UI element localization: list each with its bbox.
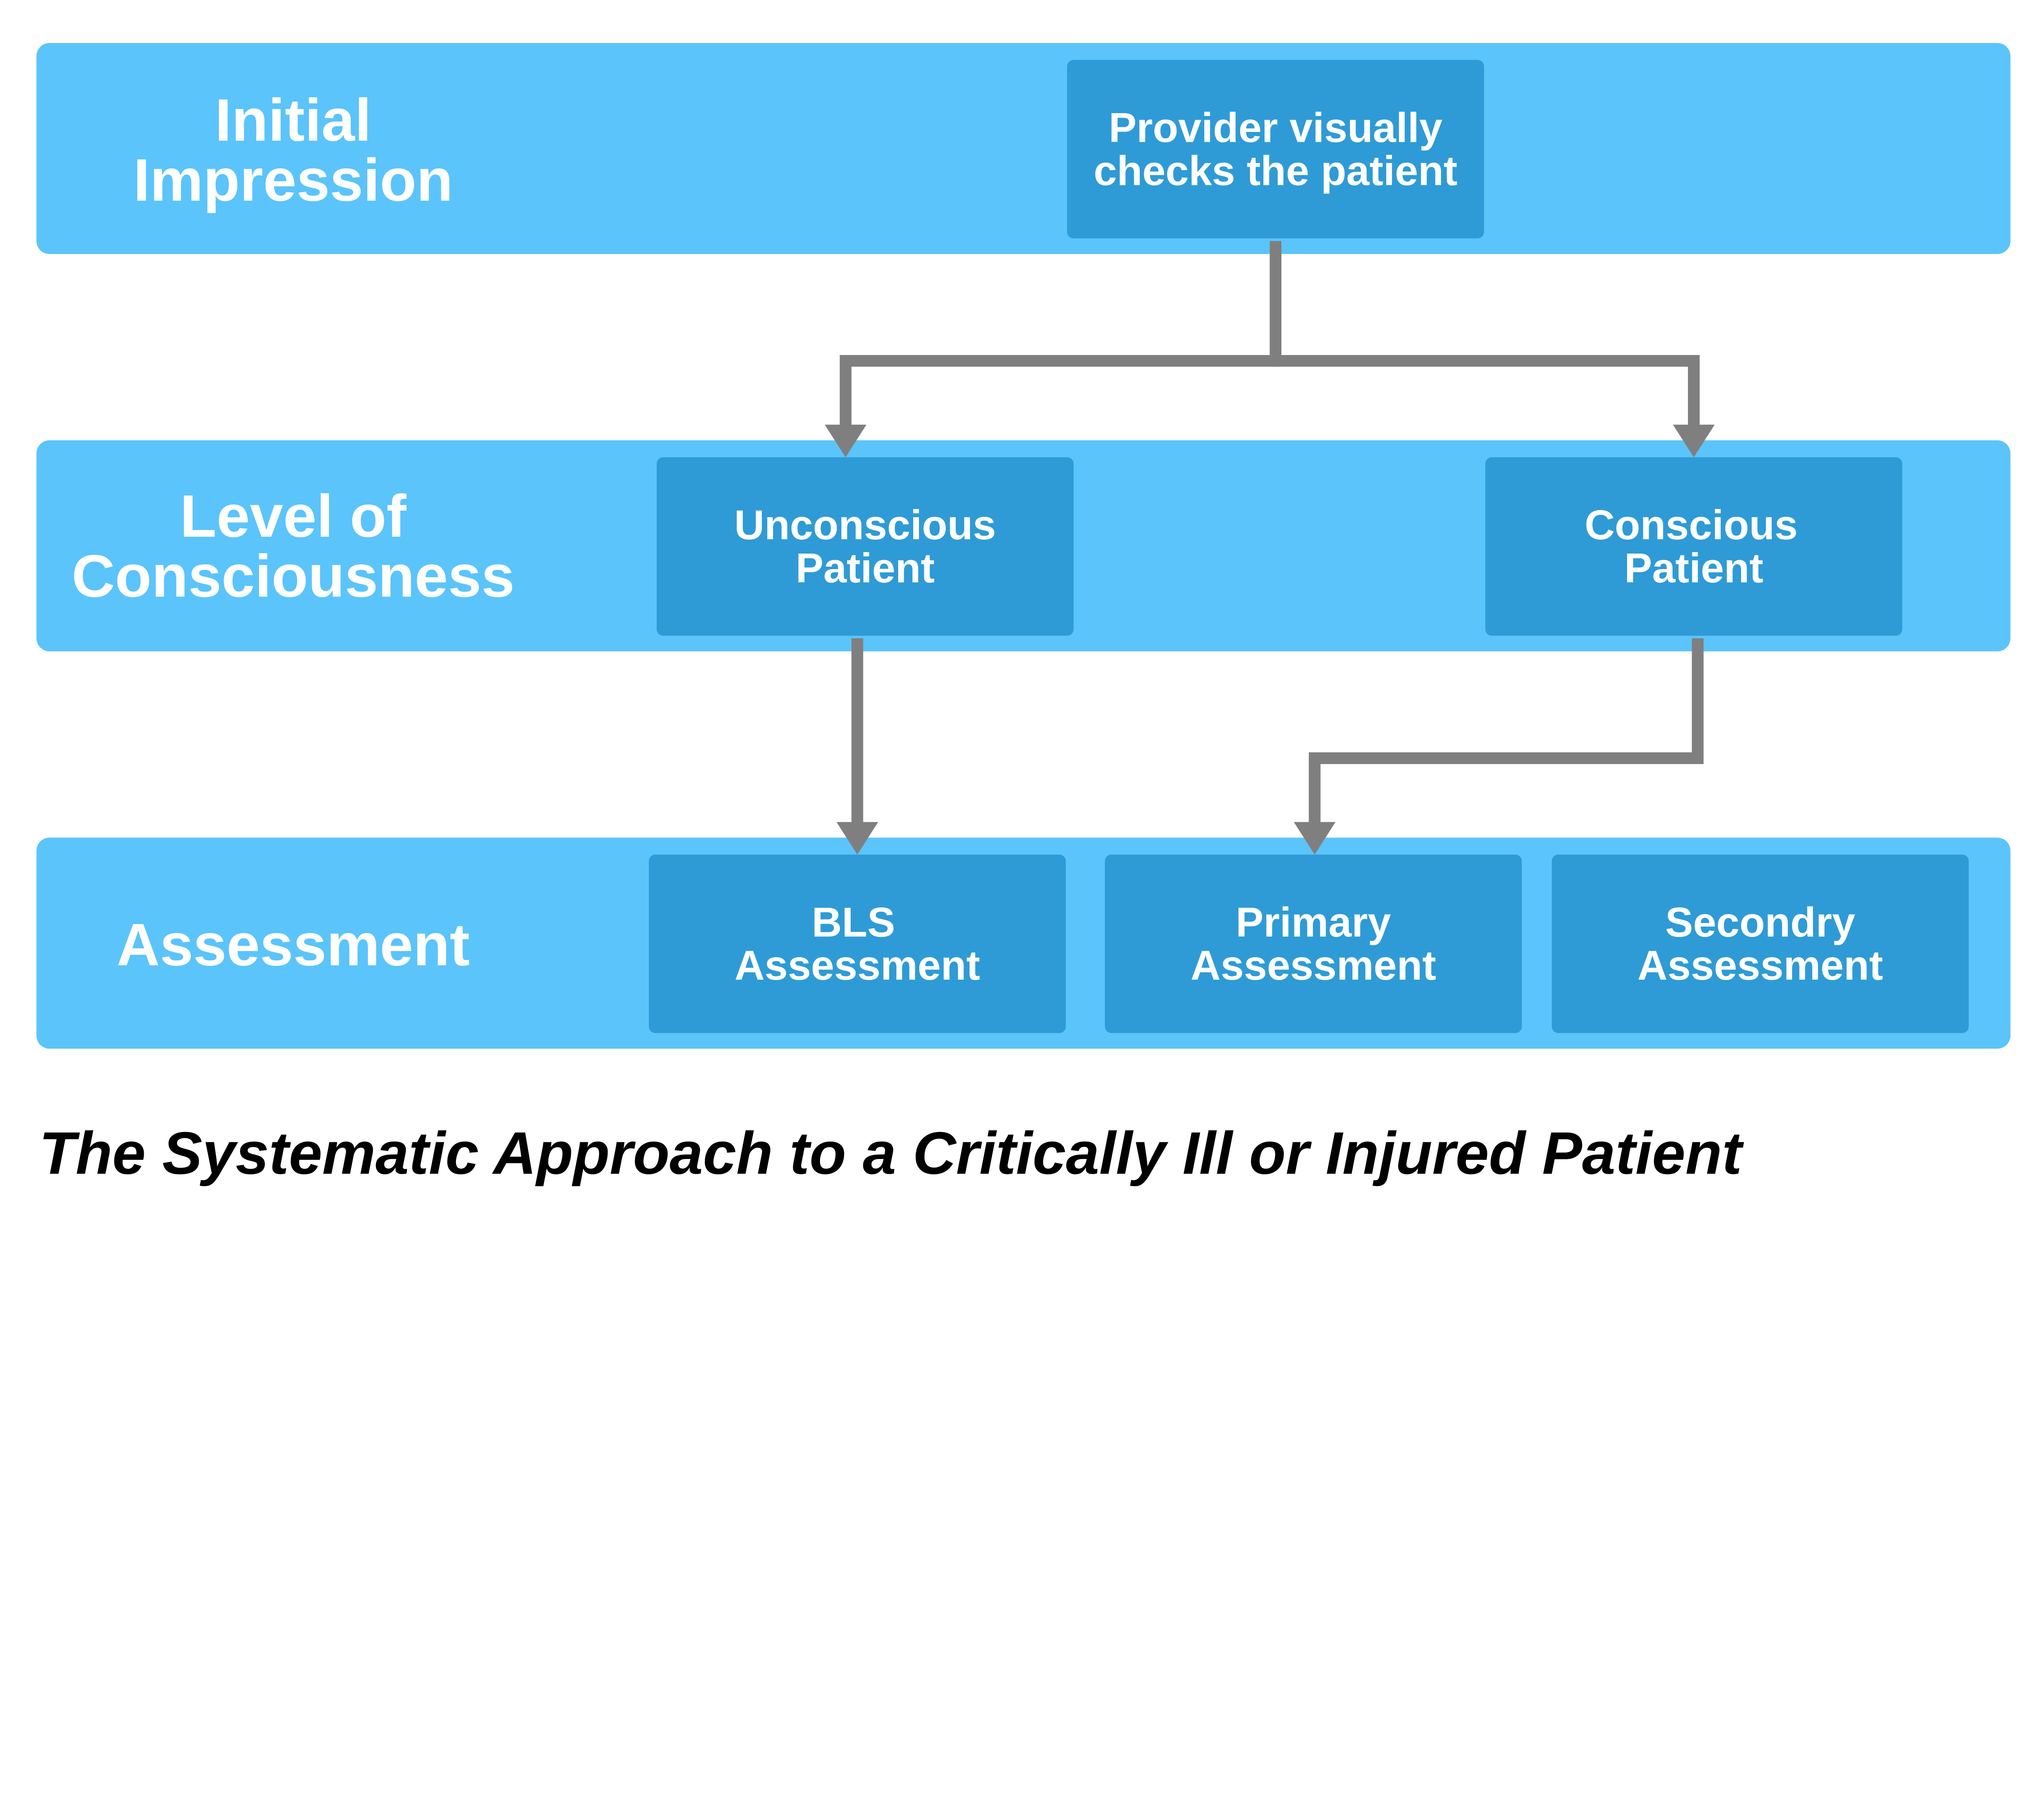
row-label-initial: Initial	[215, 87, 371, 154]
box-text: Unconscious	[734, 502, 996, 548]
box-text: Secondry	[1665, 899, 1855, 946]
row-label-level-of: Level of	[180, 483, 407, 550]
box-text: Assessment	[1191, 942, 1436, 989]
connector-conscious-to-primary	[1309, 638, 1704, 830]
box-text: Assessment	[735, 942, 980, 989]
arrowhead-bls	[836, 822, 878, 855]
row-label-assessment: Assessment	[116, 911, 469, 978]
box-conscious-patient: Conscious Patient	[1485, 457, 1902, 636]
box-text: checks the patient	[1094, 147, 1457, 194]
flowchart: Initial Impression Level of Consciousnes…	[36, 43, 2011, 1187]
box-text: Provider visually	[1109, 105, 1442, 151]
row-label-impression: Impression	[133, 147, 453, 214]
connector-provider-to-conscious	[1275, 355, 1700, 433]
connectors	[825, 241, 1715, 855]
box-primary-assessment: Primary Assessment	[1105, 854, 1522, 1033]
caption: The Systematic Approach to a Critically …	[39, 1120, 1744, 1187]
box-bls-assessment: BLS Assessment	[649, 854, 1066, 1033]
box-provider: Provider visually checks the patient	[1067, 60, 1484, 239]
arrowhead-unconscious	[825, 424, 867, 458]
box-text: Conscious	[1585, 502, 1798, 548]
arrowhead-conscious	[1673, 424, 1715, 458]
row-label-consciousness: Consciousness	[72, 543, 514, 610]
box-unconscious-patient: Unconscious Patient	[657, 457, 1074, 636]
box-text: Patient	[796, 545, 934, 591]
arrowhead-primary	[1294, 822, 1336, 855]
row-band-initial-impression	[36, 43, 2011, 254]
box-secondary-assessment: Secondry Assessment	[1551, 854, 1969, 1033]
box-text: BLS	[812, 899, 895, 946]
connector-provider-to-unconscious	[840, 241, 1282, 433]
box-text: Patient	[1624, 545, 1763, 591]
box-text: Assessment	[1637, 942, 1883, 989]
box-text: Primary	[1236, 899, 1391, 946]
